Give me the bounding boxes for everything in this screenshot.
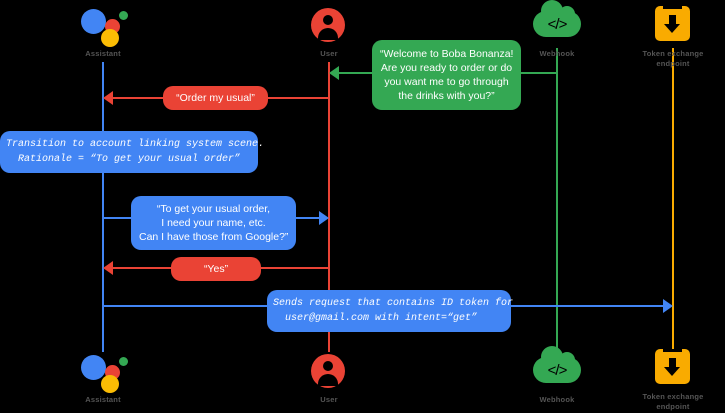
message-order-my-usual: “Order my usual” bbox=[163, 86, 268, 110]
message-yes: “Yes” bbox=[171, 257, 261, 281]
assistant-dot-blue bbox=[81, 9, 106, 34]
message-need-name-line-3: Can I have those from Google?” bbox=[139, 231, 289, 243]
actor-label-token-endpoint-bottom-line2: endpoint bbox=[656, 402, 690, 411]
code-brackets-glyph: </> bbox=[547, 16, 568, 33]
actor-assistant-top: Assistant bbox=[43, 2, 163, 59]
token-box-notch bbox=[663, 6, 682, 9]
cloud-code-icon-bottom: </> bbox=[497, 346, 617, 392]
token-arrow-head bbox=[664, 367, 680, 376]
actor-user-top: User bbox=[269, 2, 389, 59]
actor-label-webhook: Webhook bbox=[539, 49, 575, 58]
actor-webhook-bottom: </> Webhook bbox=[497, 346, 617, 405]
arrow-head-sends-request bbox=[663, 299, 673, 313]
token-arrow-stem bbox=[669, 358, 676, 368]
message-welcome-line-1: “Welcome to Boba Bonanza! bbox=[380, 48, 514, 60]
arrow-head-need-name bbox=[319, 211, 329, 225]
actor-label-user-bottom: User bbox=[320, 395, 338, 404]
token-arrow-head bbox=[664, 24, 680, 33]
google-assistant-icon-bottom bbox=[43, 348, 163, 393]
note-transition-line-1: Transition to account linking system sce… bbox=[6, 139, 265, 150]
code-brackets-glyph: </> bbox=[547, 362, 568, 379]
message-yes-line-1: “Yes” bbox=[203, 263, 229, 275]
actor-token-endpoint-top: Token exchange endpoint bbox=[613, 2, 725, 69]
actor-label-webhook-bottom: Webhook bbox=[539, 395, 575, 404]
lifeline-webhook bbox=[556, 48, 558, 353]
message-sends-request-line-2: user@gmail.com with intent=“get” bbox=[273, 313, 478, 324]
actor-assistant-bottom: Assistant bbox=[43, 348, 163, 405]
message-sends-request-line-1: Sends request that contains ID token for bbox=[273, 298, 514, 309]
message-welcome-line-4: the drinks with you?” bbox=[398, 90, 495, 102]
actor-label-user: User bbox=[320, 49, 338, 58]
user-avatar-icon-bottom bbox=[269, 348, 389, 392]
message-welcome-line-2: Are you ready to order or do bbox=[380, 62, 513, 74]
actor-label-assistant: Assistant bbox=[85, 49, 121, 58]
arrow-head-yes bbox=[103, 261, 113, 275]
assistant-dot-green bbox=[119, 357, 128, 366]
note-transition-line-2: Rationale = “To get your usual order” bbox=[6, 154, 241, 165]
message-sends-request: Sends request that contains ID token for… bbox=[267, 290, 514, 332]
cloud-shape bbox=[533, 346, 581, 383]
actor-token-endpoint-bottom: Token exchange endpoint bbox=[613, 345, 725, 412]
lifeline-token-endpoint bbox=[672, 48, 674, 353]
assistant-dot-yellow bbox=[101, 29, 119, 47]
download-box-icon-bottom bbox=[613, 345, 725, 389]
user-body-shape bbox=[318, 28, 338, 40]
assistant-dot-yellow bbox=[101, 375, 119, 393]
arrow-head-order-my-usual bbox=[103, 91, 113, 105]
actor-label-token-endpoint-line1: Token exchange bbox=[642, 49, 704, 58]
google-assistant-icon bbox=[43, 2, 163, 47]
note-transition-account-linking: Transition to account linking system sce… bbox=[0, 131, 265, 173]
download-box-icon bbox=[613, 2, 725, 46]
user-head-shape bbox=[323, 15, 333, 25]
user-avatar-icon bbox=[269, 2, 389, 46]
cloud-shape bbox=[533, 0, 581, 37]
assistant-dot-blue bbox=[81, 355, 106, 380]
arrow-head-welcome bbox=[329, 66, 339, 80]
token-box-notch bbox=[663, 349, 682, 352]
user-body-shape bbox=[318, 374, 338, 386]
user-head-shape bbox=[323, 361, 333, 371]
message-need-name-line-1: “To get your usual order, bbox=[156, 203, 271, 215]
actor-label-token-endpoint-line2: endpoint bbox=[656, 59, 690, 68]
message-need-name: “To get your usual order, I need your na… bbox=[131, 196, 296, 250]
token-arrow-stem bbox=[669, 15, 676, 25]
actor-webhook-top: </> Webhook bbox=[497, 0, 617, 59]
message-need-name-line-2: I need your name, etc. bbox=[161, 217, 266, 229]
message-welcome: “Welcome to Boba Bonanza! Are you ready … bbox=[372, 40, 521, 110]
actor-label-assistant-bottom: Assistant bbox=[85, 395, 121, 404]
actor-label-token-endpoint-bottom-line1: Token exchange bbox=[642, 392, 704, 401]
assistant-dot-green bbox=[119, 11, 128, 20]
lifeline-user bbox=[328, 62, 330, 352]
lifeline-assistant bbox=[102, 62, 104, 352]
message-welcome-line-3: you want me to go through bbox=[384, 76, 509, 88]
message-order-my-usual-line-1: “Order my usual” bbox=[176, 92, 255, 104]
actor-user-bottom: User bbox=[269, 348, 389, 405]
cloud-code-icon: </> bbox=[497, 0, 617, 46]
